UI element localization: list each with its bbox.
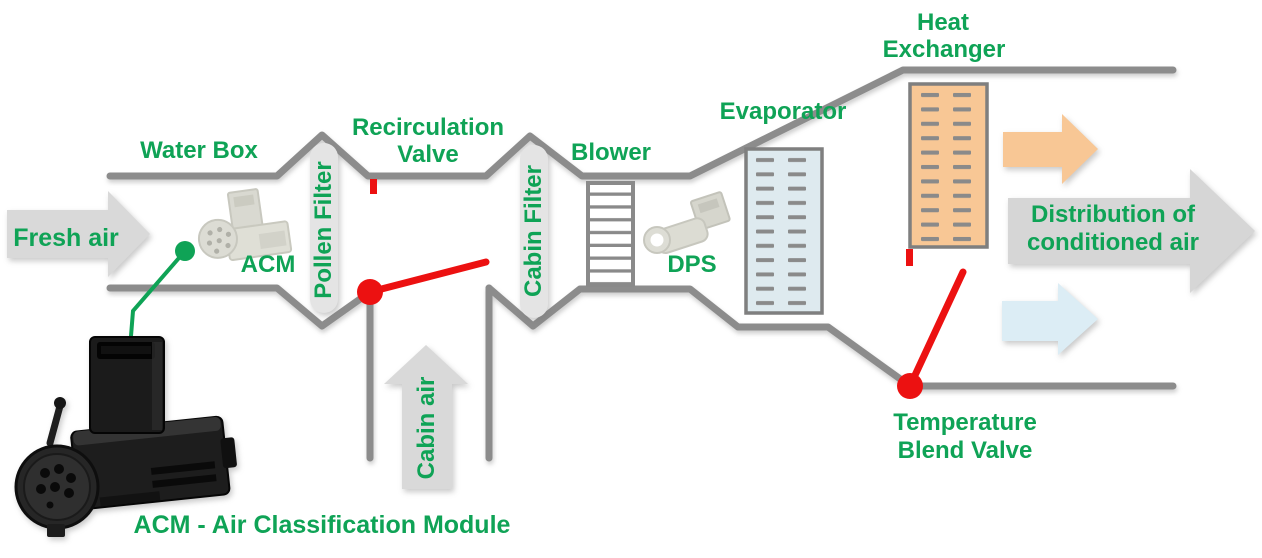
blower-grille	[586, 181, 635, 287]
water-box-label: Water Box	[140, 137, 258, 164]
distribution-label-line2: conditioned air	[1027, 229, 1199, 256]
heat-exchanger-core	[908, 82, 989, 249]
cabin-air-label: Cabin air	[413, 377, 440, 480]
pollen-filter-capsule	[310, 143, 338, 313]
cool-air-arrow	[1002, 283, 1098, 355]
cabin-air-arrow	[384, 345, 468, 489]
cabin-filter-label: Cabin Filter	[520, 165, 547, 297]
temperature-blend-valve-flap	[897, 268, 967, 399]
recirculation-valve-label-line1: Recirculation	[352, 114, 504, 141]
heat-exchanger-label-line1: Heat	[917, 9, 969, 36]
evaporator-core	[744, 147, 824, 315]
acm-caption: ACM - Air Classification Module	[134, 511, 511, 539]
evaporator-label: Evaporator	[720, 98, 847, 125]
warm-air-arrow	[1003, 114, 1098, 184]
dps-sensor-icon	[643, 191, 731, 255]
acm-photo	[14, 336, 237, 537]
heater-valve-indicator	[906, 249, 913, 266]
duct-walls	[106, 66, 1177, 462]
acm-connector-dot	[175, 241, 195, 261]
distribution-label-line1: Distribution of	[1031, 201, 1196, 228]
acm-connector-line	[129, 249, 187, 338]
pollen-filter-label: Pollen Filter	[310, 161, 337, 298]
duct-bottom-edge-left	[106, 284, 374, 330]
fresh-air-label: Fresh air	[13, 224, 119, 252]
temperature-blend-valve-label-line1: Temperature	[893, 409, 1037, 436]
blower-label: Blower	[571, 139, 651, 166]
fresh-air-arrow	[7, 191, 150, 277]
duct-top-edge	[106, 66, 1177, 180]
temperature-blend-valve-label-line2: Blend Valve	[898, 437, 1033, 464]
acm-label: ACM	[241, 251, 296, 278]
recirculation-valve-label-line2: Valve	[397, 141, 458, 168]
cabin-filter-capsule	[520, 145, 548, 318]
acm-connector	[129, 241, 195, 338]
acm-sensor-icon	[197, 188, 293, 261]
recirculation-valve-indicator	[370, 179, 377, 194]
recirculation-valve-flap	[357, 258, 490, 305]
duct-bottom-edge-right	[485, 284, 1177, 390]
distribution-arrow	[1008, 169, 1255, 293]
dps-label: DPS	[667, 251, 716, 278]
heat-exchanger-label-line2: Exchanger	[883, 36, 1006, 63]
